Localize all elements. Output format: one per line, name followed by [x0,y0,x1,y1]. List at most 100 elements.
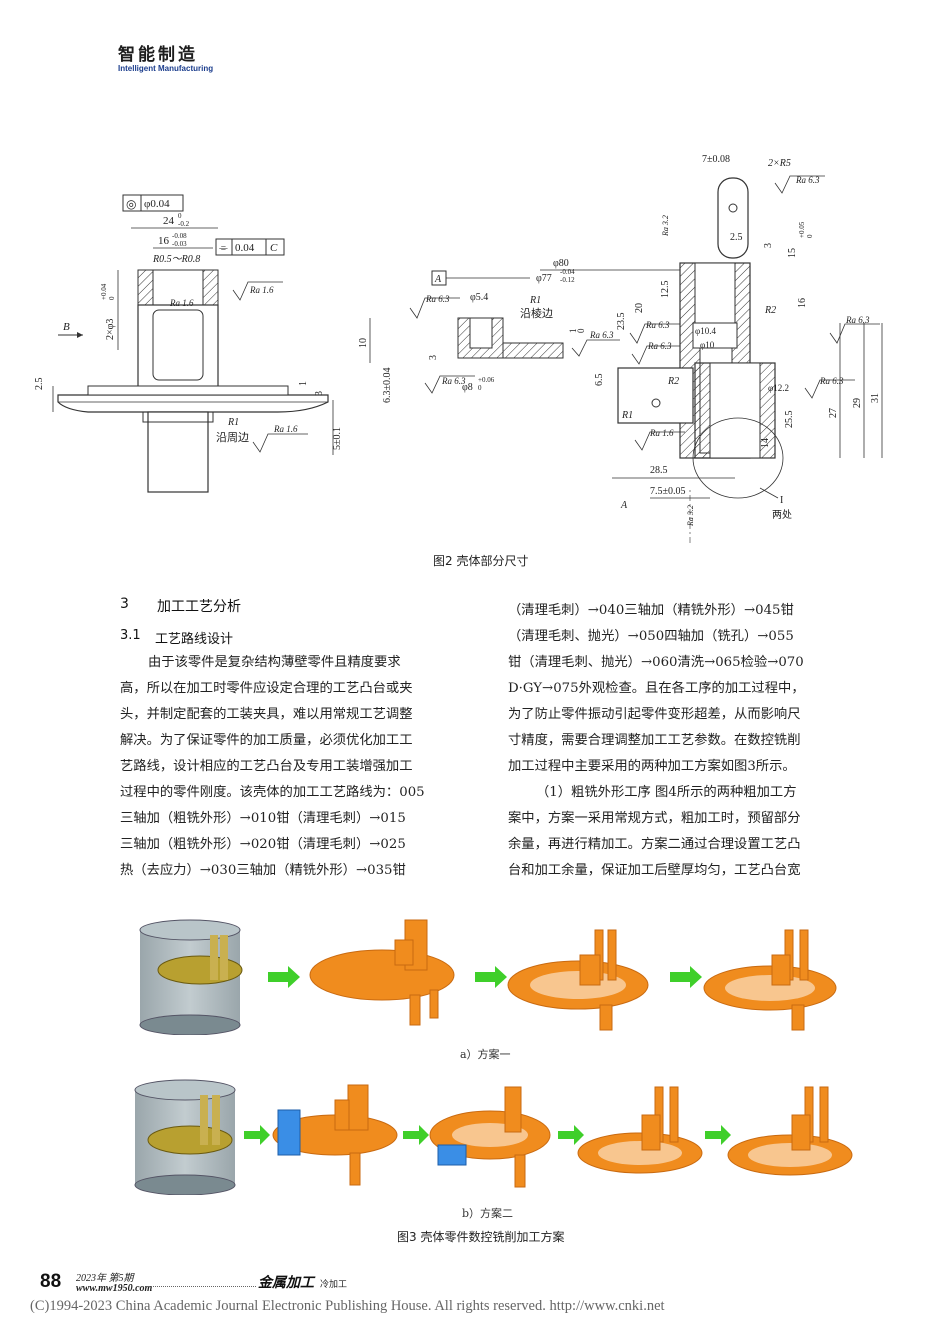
dim-r-28-5: 28.5 [650,465,668,476]
detail-count: 两处 [772,509,792,521]
dim-r-3: 3 [763,243,774,248]
ra-r4: Ra 6.3 [589,330,614,340]
part-stage-b5 [727,1086,853,1176]
text-line: 三轴加（粗铣外形）→020钳（清理毛刺）→025 [120,837,406,852]
arrow-icon [475,966,507,988]
text-line: 解决。为了保证零件的加工质量，必须优化加工工 [120,733,413,748]
dim-5: 5±0.1 [332,427,343,450]
dim-phi104: φ10.4 [695,326,716,336]
text-line: 艺路线，设计相应的工艺凸台及专用工装增强加工 [120,759,413,774]
journal-section-subtitle: Intelligent Manufacturing [118,64,214,73]
text-line: 台和加工余量，保证加工后壁厚均匀，工艺凸台宽 [508,863,801,878]
ra-r11: Ra 3.2 [686,505,695,527]
dim-r-15-tol-top: +0.05 [798,221,806,238]
text-line: 热（去应力）→030三轴加（精铣外形）→035钳 [120,863,406,878]
part-stage-b2 [272,1084,398,1186]
ra-r6: Ra 6.3 [845,315,870,325]
text-line: 高，所以在加工时零件应设定合理的工艺凸台或夹 [120,681,413,696]
dim-phi8-tol-top: +0.06 [478,376,495,384]
dim-r-6-3: 6.3±0.04 [382,368,393,404]
dim-7: 7±0.08 [702,154,730,165]
text-line: （清理毛刺）→040三轴加（精铣外形）→045钳 [508,603,794,618]
dim-r-6-5: 6.5 [594,374,605,387]
dim-phi77-tol-top: -0.04 [560,268,575,276]
dim-r1: R1 [227,417,239,428]
dim-2phi3: 2×φ3 [105,319,116,340]
text-line: 钳（清理毛刺、抛光）→060清洗→065检验→070 [508,655,804,670]
dim-r05: R0.5～R0.8 [152,254,200,265]
dim-r-15-tol-bot: 0 [806,234,814,238]
issue-label: 2023年 第5期 [76,1273,134,1284]
dim-16-tol-top: -0.08 [172,232,187,240]
text-line: 加工过程中主要采用的两种加工方案如图3所示。 [508,759,796,774]
text-line: D·GY→075外观检查。且在各工序的加工过程中， [508,681,805,696]
left-column-text: 由于该零件是复杂结构薄壁零件且精度要求 高，所以在加工时零件应设定合理的工艺凸台… [120,650,475,884]
dim-r-0: 0 [576,328,586,333]
section-number: 3 [120,596,129,612]
dim-16: 16 [158,235,170,247]
text-line: 案中，方案一采用常规方式，粗加工时，预留部分 [508,811,801,826]
ra-label-2: Ra 1.6 [249,285,274,295]
detail-i-label: I [780,495,783,506]
ra-r2: Ra 3.2 [661,215,670,237]
datum-a: A [434,274,442,285]
text-line: 由于该零件是复杂结构薄壁零件且精度要求 [148,655,401,670]
ra-r8: Ra 6.3 [441,376,466,386]
dim-phi10: φ10 [700,340,715,350]
dim-r-r2b: R2 [667,376,679,387]
arrow-icon [705,1125,731,1145]
dim-r-r2: R2 [764,305,776,316]
dim-r-r1: R1 [529,295,541,306]
ra-r10: Ra 1.6 [649,428,674,438]
text-line: 余量，再进行精加工。方案二通过合理设置工艺凸 [508,837,801,852]
text-line: 寸精度，需要合理调整加工工艺参数。在数控铣削 [508,733,801,748]
dim-phi77-tol-bot: -0.12 [560,276,575,284]
figure3-plan-one [139,919,837,1035]
arrow-icon [558,1125,584,1145]
stock-cylinder-b [134,1079,236,1195]
figure2-left-drawing: ◎ φ0.04 24 0 -0.2 16 -0.08 -0.03 ⌯ 0.04 … [34,194,343,493]
dim-r-3b: 3 [428,355,439,360]
journal-url: www.mw1950.com [76,1283,153,1294]
datum-c: C [270,242,278,254]
dim-phi122: φ12.2 [768,383,789,393]
journal-section-title: 智能制造 [118,45,198,65]
dim-r-1: 1 [568,329,578,334]
part-stage-a2 [309,919,455,1026]
symmetry-symbol: ⌯ [219,242,228,254]
dim-r-29: 29 [852,398,863,408]
ra-label-3: Ra 1.6 [273,424,298,434]
dim-r-31: 31 [870,393,881,403]
dim-r-27: 27 [828,408,839,418]
part-stage-a3 [507,929,649,1031]
dim-r-23-5: 23.5 [616,313,627,331]
dim-2phi3-tol-bot: 0 [108,296,116,300]
stock-cylinder-a [139,919,243,1035]
figure3-plan-two [134,1079,853,1195]
subsection-number: 3.1 [120,628,141,643]
dim-r-14: 14 [760,438,771,448]
arrow-icon [244,1125,270,1145]
arrow-icon [670,966,702,988]
ra-r1: Ra 6.3 [795,175,820,185]
dim-phi004: φ0.04 [144,198,170,210]
dim-phi8-tol-bot: 0 [478,384,482,392]
figure3-caption: 图3 壳体零件数控铣削加工方案 [397,1230,565,1244]
dim-phi54: φ5.4 [470,292,488,303]
dim-phi80: φ80 [553,258,569,269]
journal-subtitle: 冷加工 [320,1280,348,1290]
dim-3: 3 [314,391,325,396]
dim-r-25-5: 25.5 [784,411,795,429]
dim-2r5: 2×R5 [768,158,791,169]
dim-r-r1b: R1 [621,410,633,421]
dim-2phi3-tol-top: +0.04 [100,283,108,300]
dim-24: 24 [163,215,175,227]
part-stage-b3 [429,1086,551,1188]
note-edge: 沿周边 [216,431,249,444]
section-title: 加工工艺分析 [157,599,241,615]
dim-16-tol-bot: -0.03 [172,240,187,248]
figure3-caption-b: b）方案二 [462,1207,514,1220]
dim-1: 1 [298,381,309,386]
subsection-title: 工艺路线设计 [155,632,234,647]
page-number: 88 [40,1271,62,1292]
